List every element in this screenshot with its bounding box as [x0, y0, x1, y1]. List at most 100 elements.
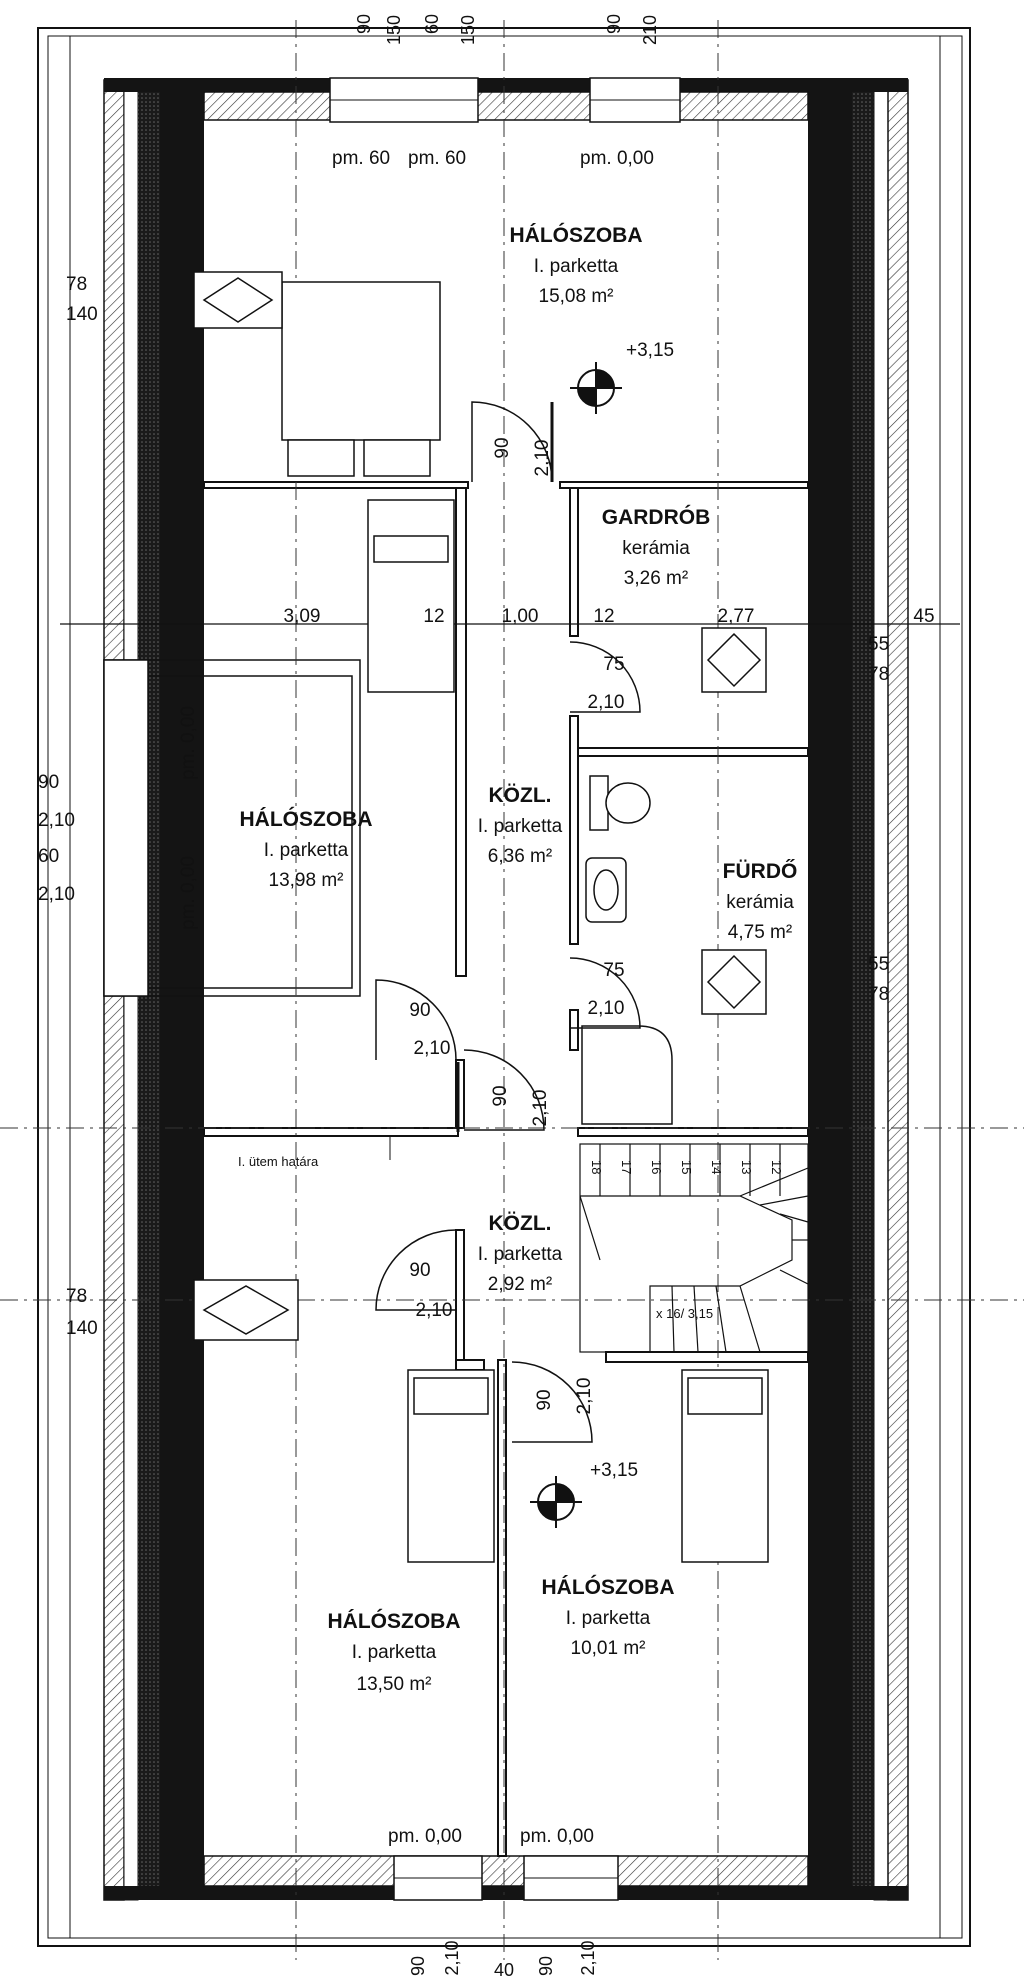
dim-left-140a: 140: [66, 304, 98, 325]
dim-left-78a: 78: [66, 274, 87, 295]
room-floor-wardrobe: kerámia: [622, 538, 690, 559]
dim-left-210b: 2,10: [38, 884, 75, 905]
bottom-dim-4: 2,10: [578, 1940, 598, 1975]
right-wall: [808, 79, 909, 1901]
room-floor-bedroom-top: I. parketta: [534, 256, 619, 277]
door3-height: 2,10: [588, 998, 625, 1019]
sill-label-bottom-b: pm. 0,00: [520, 1826, 594, 1847]
room-name-bedroom-left: HÁLÓSZOBA: [240, 807, 373, 831]
room-area-wardrobe: 3,26 m²: [624, 568, 688, 589]
dim-right-55b: 55: [868, 954, 889, 975]
dim-left-140b: 140: [66, 1318, 98, 1339]
toilet: [589, 775, 651, 831]
room-floor-bathroom: kerámia: [726, 892, 794, 913]
stair-step-4: 14: [709, 1160, 724, 1174]
dim-row-309: 3,09: [284, 606, 321, 627]
bay-window-frame: [103, 659, 149, 997]
dim-row-277: 2,77: [718, 606, 755, 627]
bed-mid: [367, 499, 455, 693]
room-area-bathroom: 4,75 m²: [728, 922, 792, 943]
dim-row-100: 1,00: [502, 606, 539, 627]
stair-step-2: 16: [649, 1160, 664, 1174]
dim-row-12b: 12: [593, 606, 614, 627]
room-area-bedroom-br: 10,01 m²: [571, 1638, 646, 1659]
door5-height: 2,10: [530, 1090, 551, 1127]
room-floor-bedroom-br: I. parketta: [566, 1608, 651, 1629]
bed-bottom-right: [681, 1369, 769, 1563]
room-area-bedroom-left: 13,98 m²: [269, 870, 344, 891]
room-area-hall-upper: 6,36 m²: [488, 846, 552, 867]
top-dim-0: 90: [354, 14, 374, 34]
room-floor-hall-upper: I. parketta: [478, 816, 563, 837]
level-label-bottom: +3,15: [590, 1460, 638, 1481]
bottom-dim-2: 40: [494, 1960, 514, 1980]
door7-height: 2,10: [574, 1378, 595, 1415]
door4-height: 2,10: [414, 1038, 451, 1059]
vent-box-4: [701, 949, 767, 1015]
bottom-dim-0: 90: [408, 1956, 428, 1976]
stair-step-1: 17: [619, 1160, 634, 1174]
bed-bottom-left: [407, 1369, 495, 1563]
gable-walls: [104, 77, 908, 1901]
dim-row-12a: 12: [423, 606, 444, 627]
stair-label: x 16/ 3,15: [656, 1306, 713, 1321]
room-name-bedroom-bl: HÁLÓSZOBA: [328, 1609, 461, 1633]
room-floor-bedroom-bl: I. parketta: [352, 1642, 437, 1663]
sill-label-left-b: pm. 0,00: [178, 856, 199, 930]
stair-step-6: 12: [769, 1160, 784, 1174]
door7-width: 90: [534, 1389, 555, 1410]
dim-row-45: 45: [913, 606, 934, 627]
door5-width: 90: [490, 1085, 511, 1106]
vent-box-3: [701, 627, 767, 693]
door1-height: 2,10: [532, 440, 553, 477]
room-name-bedroom-br: HÁLÓSZOBA: [542, 1575, 675, 1599]
door6-width: 90: [409, 1260, 430, 1281]
sink: [585, 857, 627, 923]
dim-left-60: 60: [38, 846, 59, 867]
top-dim-4: 90: [604, 14, 624, 34]
room-floor-bedroom-left: I. parketta: [264, 840, 349, 861]
sill-label-top-b: pm. 60: [408, 148, 466, 169]
vent-box-1: [193, 271, 283, 329]
level-label-top: +3,15: [626, 340, 674, 361]
bottom-dim-1: 2,10: [442, 1940, 462, 1975]
top-dim-3: 150: [458, 15, 478, 45]
dim-right-78a: 78: [868, 664, 889, 685]
dim-left-78b: 78: [66, 1286, 87, 1307]
stair-step-5: 13: [739, 1160, 754, 1174]
left-wall: [103, 79, 204, 1901]
room-name-hall-upper: KÖZL.: [489, 784, 552, 807]
door6-height: 2,10: [416, 1300, 453, 1321]
bed-top: [281, 281, 441, 477]
room-name-hall-lower: KÖZL.: [489, 1212, 552, 1235]
room-area-bedroom-top: 15,08 m²: [539, 286, 614, 307]
dim-right-78b: 78: [868, 984, 889, 1005]
level-marker-bottom: [530, 1476, 582, 1528]
stage-boundary-label: I. ütem határa: [238, 1154, 319, 1169]
staircase: [579, 1143, 809, 1353]
room-name-wardrobe: GARDRÓB: [602, 505, 711, 529]
room-floor-hall-lower: I. parketta: [478, 1244, 563, 1265]
top-dim-1: 150: [384, 15, 404, 45]
bottom-dim-3: 90: [536, 1956, 556, 1976]
sill-label-bottom-a: pm. 0,00: [388, 1826, 462, 1847]
door-swings: [375, 401, 641, 1443]
stair-step-0: 18: [589, 1160, 604, 1174]
top-dim-2: 60: [422, 14, 442, 34]
shower: [581, 1025, 673, 1125]
door2-width: 75: [603, 654, 624, 675]
level-marker-top: [570, 362, 622, 414]
stair-step-3: 15: [679, 1160, 694, 1174]
top-dim-5: 210: [640, 15, 660, 45]
door4-width: 90: [409, 1000, 430, 1021]
door1-width: 90: [492, 437, 513, 458]
dim-right-55a: 55: [868, 634, 889, 655]
door2-height: 2,10: [588, 692, 625, 713]
door3-width: 75: [603, 960, 624, 981]
room-name-bathroom: FÜRDŐ: [723, 860, 798, 883]
room-area-hall-lower: 2,92 m²: [488, 1274, 552, 1295]
room-area-bedroom-bl: 13,50 m²: [357, 1674, 432, 1695]
dim-left-90: 90: [38, 772, 59, 793]
sill-label-top-a: pm. 60: [332, 148, 390, 169]
